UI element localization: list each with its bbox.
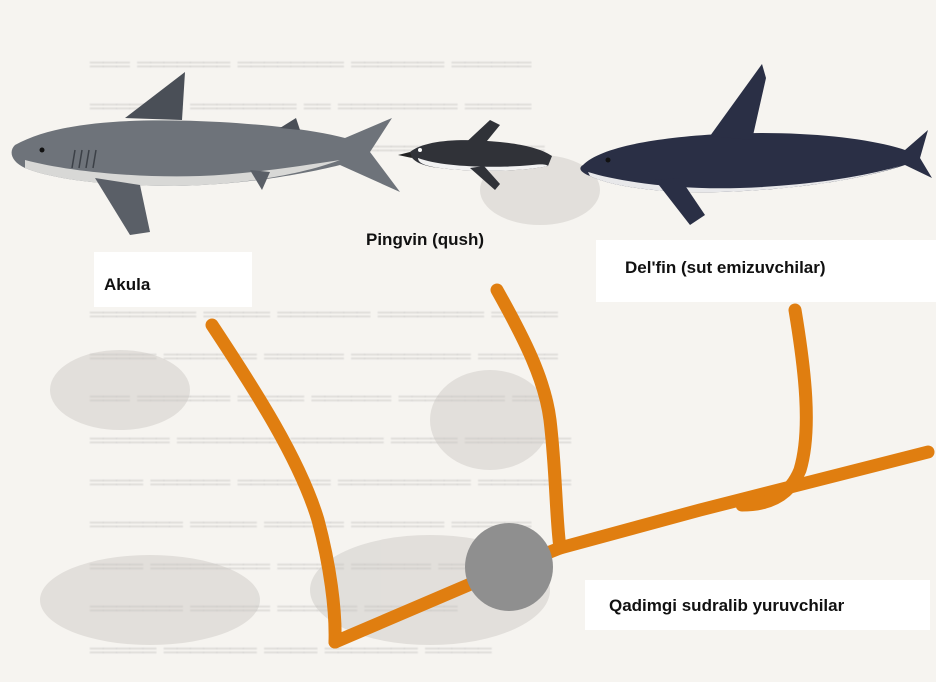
dolphin-label: Del'fin (sut emizuvchilar) <box>625 258 826 278</box>
ancestor-node <box>465 523 553 611</box>
shark-icon <box>12 72 400 235</box>
dolphin-icon <box>580 64 932 225</box>
shark-label: Akula <box>104 275 150 295</box>
penguin-label: Pingvin (qush) <box>366 230 484 250</box>
ancestor-label: Qadimgi sudralib yuruvchilar <box>609 596 844 616</box>
branch-dolphin <box>742 310 806 505</box>
